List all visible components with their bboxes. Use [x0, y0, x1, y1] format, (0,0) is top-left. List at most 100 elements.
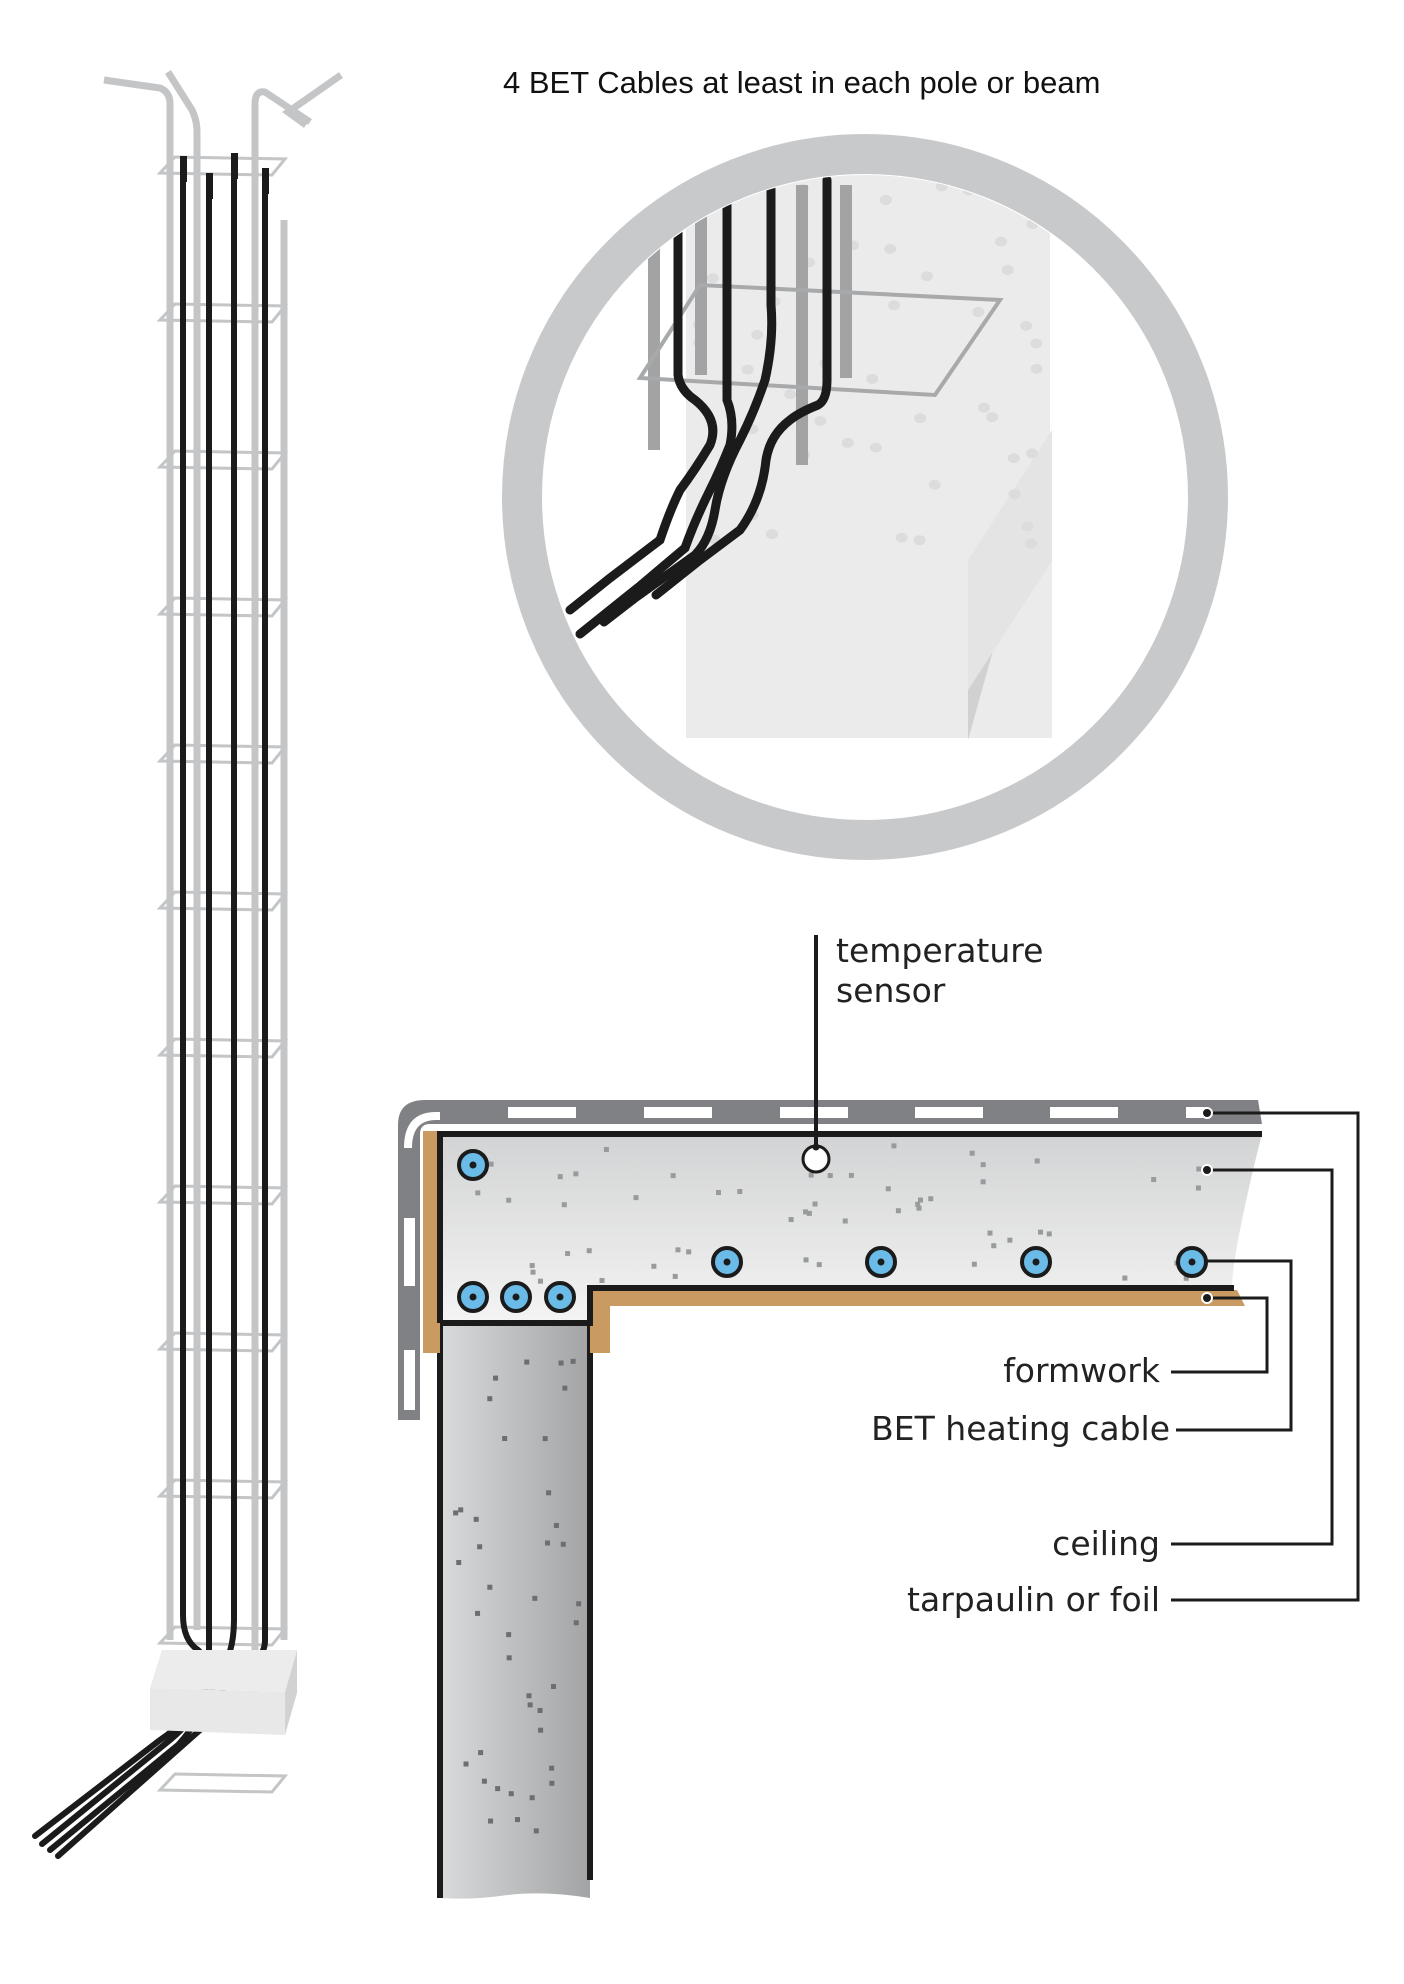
aggregate-dot	[1183, 1275, 1189, 1281]
aggregate-dot	[1034, 1158, 1040, 1164]
aggregate-dot	[737, 1189, 743, 1195]
aggregate-dot	[884, 243, 897, 254]
aggregate-dot	[487, 1396, 493, 1402]
label-ceiling: ceiling	[1052, 1524, 1160, 1563]
aggregate-dot	[814, 415, 827, 426]
aggregate-dot	[475, 1610, 481, 1616]
aggregate-dot	[977, 402, 990, 413]
aggregate-dot	[928, 479, 941, 490]
detail-cable-3	[599, 175, 777, 627]
aggregate-dot	[561, 1202, 567, 1208]
aggregate-dot	[920, 271, 933, 282]
aggregate-dot	[670, 1173, 676, 1179]
aggregate-dot	[888, 300, 901, 311]
aggregate-dot	[542, 1436, 548, 1442]
aggregate-dot	[891, 1143, 897, 1149]
aggregate-dot	[869, 442, 882, 453]
aggregate-dot	[1151, 1177, 1157, 1183]
aggregate-dot	[879, 194, 892, 205]
formwork-left	[423, 1131, 440, 1353]
slab-cross-section: temperature sensor formwork BET heating …	[398, 931, 1360, 1899]
leader-dot	[1201, 1107, 1213, 1119]
rebar-pole	[32, 70, 344, 1859]
aggregate-dot	[675, 1247, 681, 1253]
cable-end-cap	[231, 153, 238, 179]
rebar-bar-2	[165, 70, 201, 1630]
label-tarpaulin: tarpaulin or foil	[907, 1580, 1160, 1619]
aggregate-dot	[1020, 320, 1033, 331]
aggregate-dot	[562, 1385, 568, 1391]
rebar-bar-1	[103, 76, 174, 1640]
aggregate-dot	[463, 1761, 469, 1767]
heating-cable-core	[556, 1293, 564, 1301]
heating-cable-core	[1188, 1258, 1196, 1266]
aggregate-dot	[506, 1655, 512, 1661]
aggregate-dot	[576, 1601, 582, 1607]
aggregate-dot	[537, 1707, 543, 1713]
aggregate-dot	[866, 373, 879, 384]
cable-end-cap	[206, 173, 213, 199]
label-formwork: formwork	[1003, 1351, 1161, 1390]
aggregate-dot	[991, 1243, 997, 1249]
aggregate-dot	[808, 1172, 814, 1178]
concrete-block	[686, 175, 1052, 740]
aggregate-dot	[916, 1205, 922, 1211]
aggregate-dot	[487, 1584, 493, 1590]
aggregate-dot	[529, 1263, 535, 1269]
aggregate-dot	[848, 1172, 854, 1178]
aggregate-dot	[1195, 1185, 1201, 1191]
aggregate-dot	[506, 1632, 512, 1638]
aggregate-dot	[560, 1541, 566, 1547]
aggregate-dot	[651, 1263, 657, 1269]
aggregate-dot	[672, 1273, 678, 1279]
aggregate-dot	[784, 389, 797, 400]
sensor-tip	[812, 1143, 820, 1151]
aggregate-dot	[741, 364, 754, 375]
pole-cable-1	[32, 157, 212, 1839]
aggregate-dot	[1122, 1275, 1128, 1281]
leader-formwork	[1171, 1296, 1269, 1374]
aggregate-dot	[803, 1257, 809, 1263]
ceiling-slab	[437, 1131, 1262, 1326]
formwork	[423, 1131, 1245, 1353]
aggregate-dot	[557, 1174, 563, 1180]
aggregate-dot	[972, 307, 985, 318]
aggregate-dot	[533, 1828, 539, 1834]
column	[437, 1323, 593, 1899]
aggregate-dot	[803, 1209, 809, 1215]
heating-cable-core	[512, 1293, 520, 1301]
leader-dot	[1201, 1164, 1213, 1176]
aggregate-dot	[506, 1197, 512, 1203]
aggregate-dot	[895, 532, 908, 543]
aggregate-dot	[529, 1795, 535, 1801]
detail-circle	[502, 134, 1228, 860]
aggregate-dot	[524, 1359, 530, 1365]
aggregate-dot	[1030, 338, 1043, 349]
aggregate-dot	[532, 1595, 538, 1601]
aggregate-dot	[915, 1201, 921, 1207]
aggregate-dot	[987, 1230, 993, 1236]
aggregate-dot	[1021, 521, 1034, 532]
aggregate-dot	[488, 1818, 494, 1824]
detail-cable-2	[575, 175, 737, 639]
aggregate-dot	[546, 1490, 552, 1496]
aggregate-dot	[478, 1750, 484, 1756]
aggregate-dot	[1046, 1231, 1052, 1237]
aggregate-dot	[751, 329, 764, 340]
aggregate-dot	[475, 1190, 481, 1196]
aggregate-dot	[1196, 1166, 1202, 1172]
aggregate-dot	[599, 1277, 605, 1283]
aggregate-dot	[477, 1544, 483, 1550]
sensor-label-line2: sensor	[836, 971, 946, 1010]
aggregate-dot	[715, 1190, 721, 1196]
aggregate-dot	[1007, 453, 1020, 464]
aggregate-dot	[788, 1217, 794, 1223]
aggregate-dot	[558, 1360, 564, 1366]
rebar-bar-5	[251, 88, 312, 1700]
aggregate-dot	[488, 1161, 494, 1167]
aggregate-dot	[508, 1791, 514, 1797]
heating-cable-core	[469, 1161, 477, 1169]
aggregate-dot	[481, 1778, 487, 1784]
aggregate-dot	[565, 1251, 571, 1257]
pole-base-block	[150, 1650, 297, 1735]
